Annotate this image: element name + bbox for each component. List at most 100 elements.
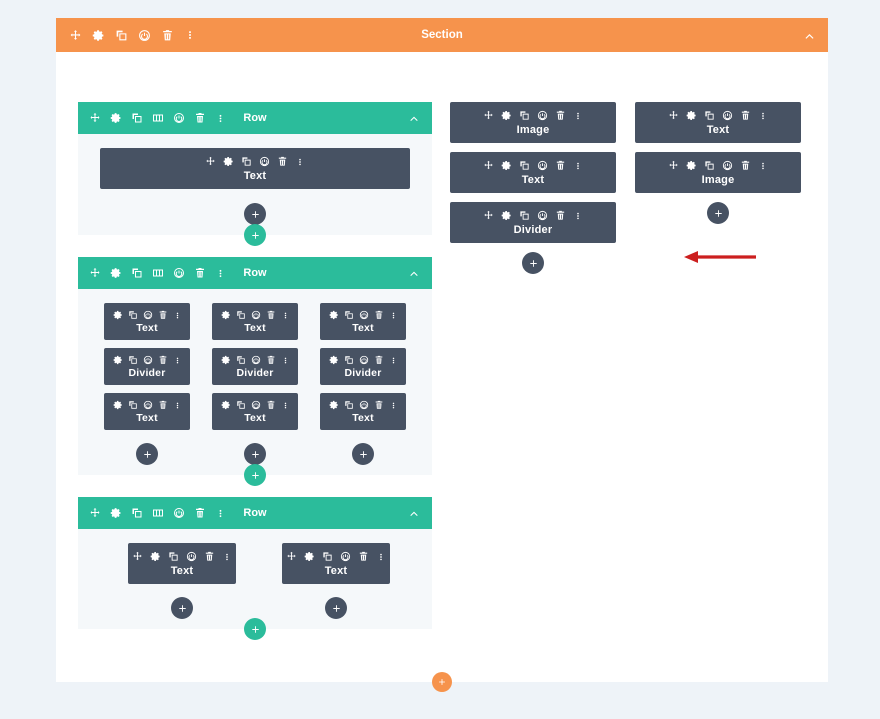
chevron-up-icon[interactable]: [803, 29, 816, 42]
dots-icon[interactable]: [222, 552, 232, 562]
dots-icon[interactable]: [573, 161, 583, 171]
add-module-button[interactable]: [244, 443, 266, 465]
move-icon[interactable]: [89, 112, 101, 124]
power-icon[interactable]: [722, 160, 733, 171]
dots-icon[interactable]: [173, 356, 182, 365]
module-text[interactable]: Text: [450, 152, 616, 193]
trash-icon[interactable]: [158, 400, 168, 410]
gear-icon[interactable]: [113, 400, 123, 410]
duplicate-icon[interactable]: [131, 507, 143, 519]
power-icon[interactable]: [251, 355, 261, 365]
add-module-button[interactable]: [352, 443, 374, 465]
gear-icon[interactable]: [686, 160, 697, 171]
trash-icon[interactable]: [555, 160, 566, 171]
trash-icon[interactable]: [194, 112, 206, 124]
trash-icon[interactable]: [740, 110, 751, 121]
power-icon[interactable]: [173, 112, 185, 124]
module-text[interactable]: Text: [282, 543, 390, 584]
move-icon[interactable]: [205, 156, 216, 167]
gear-icon[interactable]: [686, 110, 697, 121]
gear-icon[interactable]: [329, 310, 339, 320]
duplicate-icon[interactable]: [168, 551, 179, 562]
move-icon[interactable]: [483, 210, 494, 221]
gear-icon[interactable]: [329, 400, 339, 410]
gear-icon[interactable]: [221, 310, 231, 320]
duplicate-icon[interactable]: [131, 267, 143, 279]
trash-icon[interactable]: [374, 400, 384, 410]
power-icon[interactable]: [359, 310, 369, 320]
module-divider[interactable]: Divider: [450, 202, 616, 243]
trash-icon[interactable]: [161, 29, 174, 42]
move-icon[interactable]: [132, 551, 143, 562]
trash-icon[interactable]: [194, 507, 206, 519]
power-icon[interactable]: [722, 110, 733, 121]
gear-icon[interactable]: [501, 110, 512, 121]
columns-icon[interactable]: [152, 267, 164, 279]
row-toolbar[interactable]: Row: [78, 102, 432, 134]
duplicate-icon[interactable]: [519, 110, 530, 121]
chevron-up-icon[interactable]: [408, 267, 420, 279]
gear-icon[interactable]: [221, 400, 231, 410]
duplicate-icon[interactable]: [344, 400, 354, 410]
module-text[interactable]: Text: [100, 148, 410, 189]
power-icon[interactable]: [143, 310, 153, 320]
trash-icon[interactable]: [158, 310, 168, 320]
gear-icon[interactable]: [329, 355, 339, 365]
module-text[interactable]: Text: [104, 393, 190, 430]
duplicate-icon[interactable]: [704, 110, 715, 121]
dots-icon[interactable]: [215, 268, 226, 279]
gear-icon[interactable]: [501, 210, 512, 221]
module-text[interactable]: Text: [320, 303, 406, 340]
gear-icon[interactable]: [92, 29, 105, 42]
move-icon[interactable]: [483, 160, 494, 171]
add-module-button[interactable]: [522, 252, 544, 274]
power-icon[interactable]: [359, 355, 369, 365]
dots-icon[interactable]: [173, 401, 182, 410]
power-icon[interactable]: [251, 400, 261, 410]
dots-icon[interactable]: [215, 113, 226, 124]
gear-icon[interactable]: [150, 551, 161, 562]
trash-icon[interactable]: [266, 355, 276, 365]
power-icon[interactable]: [251, 310, 261, 320]
chevron-up-icon[interactable]: [408, 112, 420, 124]
gear-icon[interactable]: [223, 156, 234, 167]
row-toolbar[interactable]: Row: [78, 257, 432, 289]
module-text[interactable]: Text: [212, 393, 298, 430]
duplicate-icon[interactable]: [704, 160, 715, 171]
dots-icon[interactable]: [389, 356, 398, 365]
duplicate-icon[interactable]: [128, 355, 138, 365]
dots-icon[interactable]: [281, 311, 290, 320]
dots-icon[interactable]: [184, 29, 196, 41]
module-text[interactable]: Text: [128, 543, 236, 584]
trash-icon[interactable]: [555, 110, 566, 121]
add-section-button[interactable]: [432, 672, 452, 692]
move-icon[interactable]: [483, 110, 494, 121]
move-icon[interactable]: [668, 160, 679, 171]
move-icon[interactable]: [69, 29, 82, 42]
dots-icon[interactable]: [573, 111, 583, 121]
power-icon[interactable]: [173, 507, 185, 519]
trash-icon[interactable]: [374, 355, 384, 365]
duplicate-icon[interactable]: [115, 29, 128, 42]
trash-icon[interactable]: [374, 310, 384, 320]
section-toolbar[interactable]: Section: [56, 18, 828, 52]
add-row-button[interactable]: [244, 224, 266, 246]
dots-icon[interactable]: [281, 401, 290, 410]
columns-icon[interactable]: [152, 507, 164, 519]
power-icon[interactable]: [359, 400, 369, 410]
dots-icon[interactable]: [573, 211, 583, 221]
gear-icon[interactable]: [304, 551, 315, 562]
move-icon[interactable]: [668, 110, 679, 121]
duplicate-icon[interactable]: [322, 551, 333, 562]
add-module-button[interactable]: [136, 443, 158, 465]
power-icon[interactable]: [537, 210, 548, 221]
move-icon[interactable]: [286, 551, 297, 562]
duplicate-icon[interactable]: [128, 400, 138, 410]
module-text[interactable]: Text: [104, 303, 190, 340]
gear-icon[interactable]: [221, 355, 231, 365]
trash-icon[interactable]: [158, 355, 168, 365]
trash-icon[interactable]: [740, 160, 751, 171]
duplicate-icon[interactable]: [236, 400, 246, 410]
dots-icon[interactable]: [389, 401, 398, 410]
add-module-button[interactable]: [325, 597, 347, 619]
